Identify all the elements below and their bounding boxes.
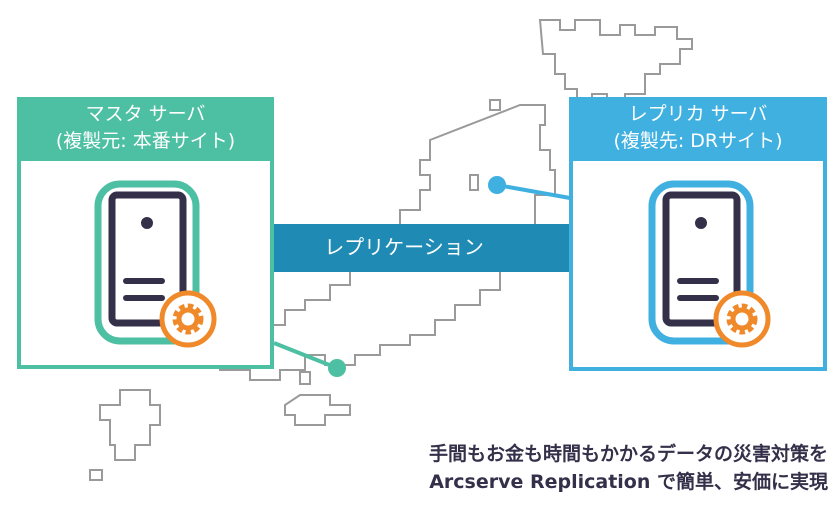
replica-location-line bbox=[496, 183, 571, 200]
server-icon bbox=[94, 180, 217, 348]
caption: 手間もお金も時間もかかるデータの災害対策を Arcserve Replicati… bbox=[429, 440, 828, 496]
replication-label: レプリケーション bbox=[324, 235, 484, 259]
caption-line-2: Arcserve Replication で簡単、安価に実現 bbox=[429, 471, 828, 493]
master-subtitle: (複製元: 本番サイト) bbox=[55, 130, 236, 152]
master-title: マスタ サーバ bbox=[85, 103, 206, 125]
map-islands bbox=[89, 99, 501, 481]
map-hokkaido bbox=[538, 19, 693, 105]
map-shikoku bbox=[284, 394, 351, 426]
replica-server-box: レプリカ サーバ (複製先: DRサイト) bbox=[569, 97, 827, 371]
replica-subtitle: (複製先: DRサイト) bbox=[613, 130, 783, 152]
map-kyushu bbox=[99, 389, 161, 461]
replica-header: レプリカ サーバ (複製先: DRサイト) bbox=[569, 97, 827, 161]
gear-icon bbox=[713, 290, 771, 348]
replica-location-dot bbox=[488, 176, 506, 194]
caption-line-1: 手間もお金も時間もかかるデータの災害対策を bbox=[428, 443, 828, 465]
master-location-line bbox=[273, 341, 338, 370]
master-header: マスタ サーバ (複製元: 本番サイト) bbox=[17, 97, 274, 161]
gear-icon bbox=[159, 290, 217, 348]
replica-title: レプリカ サーバ bbox=[628, 103, 768, 125]
server-icon bbox=[648, 180, 771, 348]
master-server-box: マスタ サーバ (複製元: 本番サイト) bbox=[17, 97, 274, 369]
master-location-dot bbox=[328, 359, 346, 377]
